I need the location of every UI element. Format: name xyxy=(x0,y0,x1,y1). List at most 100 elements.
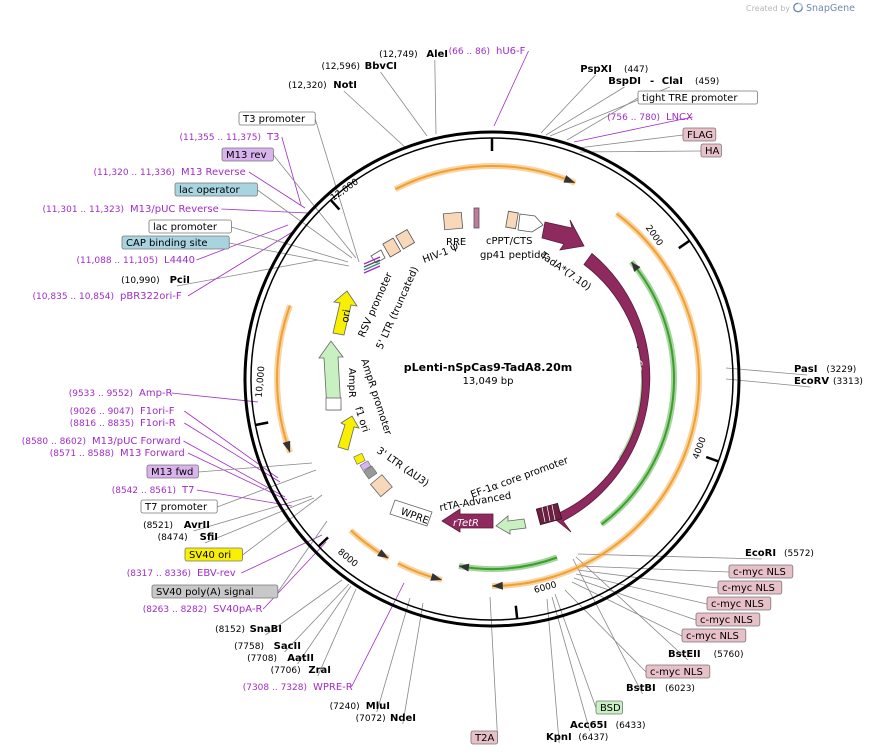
enzyme-site-label[interactable]: AatII xyxy=(287,653,314,664)
ltr3-box[interactable] xyxy=(369,474,393,498)
feature-box[interactable] xyxy=(681,628,747,643)
leader-line xyxy=(577,569,719,589)
feature-box[interactable] xyxy=(221,147,274,162)
enzyme-site-position: (8474) xyxy=(158,533,188,543)
site-labels: AleI(12,749)BbvCI(12,596)NotI(12,320)Psp… xyxy=(22,46,863,745)
leader-line xyxy=(579,150,702,153)
backbone-outer xyxy=(243,130,741,628)
leader-line xyxy=(248,171,306,209)
primer-label[interactable]: EBV-rev xyxy=(197,568,236,579)
ampr-promoter-box[interactable] xyxy=(325,397,342,411)
feature-box[interactable] xyxy=(695,612,761,627)
feature-box[interactable] xyxy=(637,90,758,105)
enzyme-site-label[interactable]: SacII xyxy=(274,641,301,652)
feature-box[interactable] xyxy=(140,499,218,514)
ori-arrow[interactable] xyxy=(332,290,358,336)
enzyme-site-label[interactable]: KpnI xyxy=(546,732,572,743)
primer-position: (8263 .. 8282) xyxy=(143,605,207,615)
leader-line xyxy=(241,534,323,574)
leader-line xyxy=(376,597,411,713)
track-cas9-outer-arc[interactable] xyxy=(599,260,677,527)
primer-label[interactable]: F1ori-R xyxy=(140,418,176,429)
leader-line xyxy=(265,579,343,636)
enzyme-site-label[interactable]: MluI xyxy=(366,701,390,712)
wpre-box[interactable] xyxy=(389,499,433,527)
hiv-label: HIV-1 Ψ xyxy=(421,243,460,266)
enzyme-site-label[interactable]: ClaI xyxy=(662,76,683,87)
feature-box-label: BSD xyxy=(600,703,621,714)
primer-label[interactable]: pBR322ori-F xyxy=(120,291,182,302)
enzyme-site-label[interactable]: PasI xyxy=(794,364,817,375)
enzyme-site-label[interactable]: NotI xyxy=(333,80,357,91)
enzyme-site-label[interactable]: AvrII xyxy=(184,520,210,531)
primer-label[interactable]: M13/pUC Reverse xyxy=(130,204,219,215)
enzyme-site-label[interactable]: BbvCI xyxy=(365,61,397,72)
primer-label[interactable]: M13/pUC Forward xyxy=(92,436,181,447)
primer-label[interactable]: T7 xyxy=(181,485,194,496)
enzyme-site-label[interactable]: SnaBI xyxy=(250,624,282,635)
feature-box[interactable] xyxy=(470,730,499,745)
primer-label[interactable]: M13 Forward xyxy=(120,448,185,459)
feature-box-label: SV40 ori xyxy=(189,550,231,561)
leader-line xyxy=(221,208,309,214)
primer-label[interactable]: hU6-F xyxy=(496,46,526,57)
enzyme-site-position: (6023) xyxy=(665,684,695,694)
f1ori-label: f1 ori xyxy=(352,406,371,434)
enzyme-site-label[interactable]: PciI xyxy=(170,275,190,286)
ef1a-arrow[interactable] xyxy=(495,515,527,535)
rtetr-arrow[interactable] xyxy=(441,508,494,533)
track-hu6-arc-arrowhead xyxy=(563,175,576,183)
feature-box[interactable] xyxy=(121,235,230,250)
enzyme-site-label[interactable]: SfiI xyxy=(200,532,218,543)
feature-box[interactable] xyxy=(706,596,772,611)
primer-label[interactable]: F1ori-F xyxy=(140,406,175,417)
tada-arrow[interactable] xyxy=(541,219,585,251)
enzyme-site-position: (447) xyxy=(624,65,648,75)
hiv-box[interactable] xyxy=(473,207,480,229)
leader-line xyxy=(284,583,350,653)
rsv-box[interactable] xyxy=(382,237,402,258)
f1ori-arrow[interactable] xyxy=(337,415,360,451)
enzyme-site-label[interactable]: NdeI xyxy=(390,713,416,724)
enzyme-site-label[interactable]: BstEII xyxy=(668,649,701,660)
feature-box[interactable] xyxy=(728,564,794,579)
enzyme-site-label[interactable]: EcoRI xyxy=(745,548,776,559)
rre-box[interactable] xyxy=(442,211,464,231)
primer-label[interactable]: L4440 xyxy=(164,255,195,266)
leader-line xyxy=(577,134,684,149)
feature-box[interactable] xyxy=(717,580,783,595)
enzyme-site-label[interactable]: Acc65I xyxy=(570,720,607,731)
feature-box-label: T3 promoter xyxy=(242,114,306,125)
gp41-arrow[interactable] xyxy=(517,213,544,233)
feature-box[interactable] xyxy=(151,584,279,599)
feature-box[interactable] xyxy=(174,182,258,197)
primer-label[interactable]: Amp-R xyxy=(139,388,173,399)
primer-label[interactable]: WPRE-R xyxy=(313,682,353,693)
feature-box[interactable] xyxy=(700,143,722,158)
feature-box[interactable] xyxy=(184,547,243,562)
enzyme-site-position: (6437) xyxy=(578,733,608,743)
feature-box[interactable] xyxy=(645,664,711,679)
enzyme-site-label[interactable]: EcoRV xyxy=(794,376,829,387)
ruler-tick-6 xyxy=(329,199,341,211)
feature-box[interactable] xyxy=(595,700,624,715)
feature-box[interactable] xyxy=(238,111,316,126)
primer-label[interactable]: M13 Reverse xyxy=(181,167,246,178)
enzyme-site-label[interactable]: PspXI xyxy=(580,64,612,75)
feature-box[interactable] xyxy=(682,127,717,142)
track-tre-arc-arrowhead xyxy=(492,581,503,590)
enzyme-site-label[interactable]: AleI xyxy=(426,49,448,60)
primer-label[interactable]: LNCX xyxy=(666,112,693,123)
ltr5-box[interactable] xyxy=(395,229,416,250)
cppt-box[interactable] xyxy=(505,210,519,230)
feature-box[interactable] xyxy=(146,464,199,479)
primer-label[interactable]: T3 xyxy=(266,132,279,143)
enzyme-site-label[interactable]: BstBI xyxy=(626,683,656,694)
enzyme-site-label[interactable]: BspDI xyxy=(608,76,641,87)
leader-line xyxy=(231,226,349,263)
primer-position: (11,320 .. 11,336) xyxy=(94,168,175,178)
feature-box[interactable] xyxy=(148,219,232,234)
enzyme-site-label[interactable]: ZraI xyxy=(308,665,331,676)
leader-line xyxy=(493,50,529,127)
primer-label[interactable]: SV40pA-R xyxy=(213,604,262,615)
